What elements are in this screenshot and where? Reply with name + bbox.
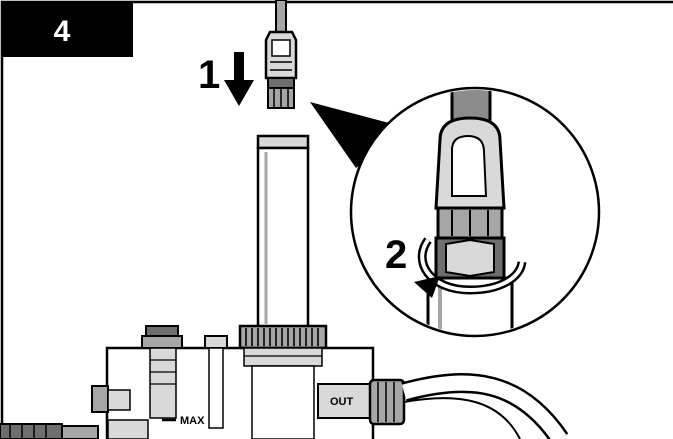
callout-number-2: 2 xyxy=(385,233,407,277)
flow-cell-manifold: MAX OUT xyxy=(91,325,406,439)
inlet-tubing xyxy=(0,423,99,439)
outlet-tubing xyxy=(401,373,569,439)
step-badge xyxy=(3,3,133,57)
sensor-body xyxy=(256,134,310,330)
callout-number-1: 1 xyxy=(198,53,220,97)
max-level-label: MAX xyxy=(180,415,205,427)
rotate-arrow-icon xyxy=(414,237,527,298)
arrow-down-icon xyxy=(224,52,254,106)
step-number: 4 xyxy=(54,15,71,48)
sensor-knurled-collar xyxy=(238,324,328,350)
magnifier-callout-icon xyxy=(349,86,601,338)
outlet-port-label: OUT xyxy=(330,396,354,408)
magnifier-pointer xyxy=(310,102,408,168)
sensor-cable-connector xyxy=(264,0,298,109)
